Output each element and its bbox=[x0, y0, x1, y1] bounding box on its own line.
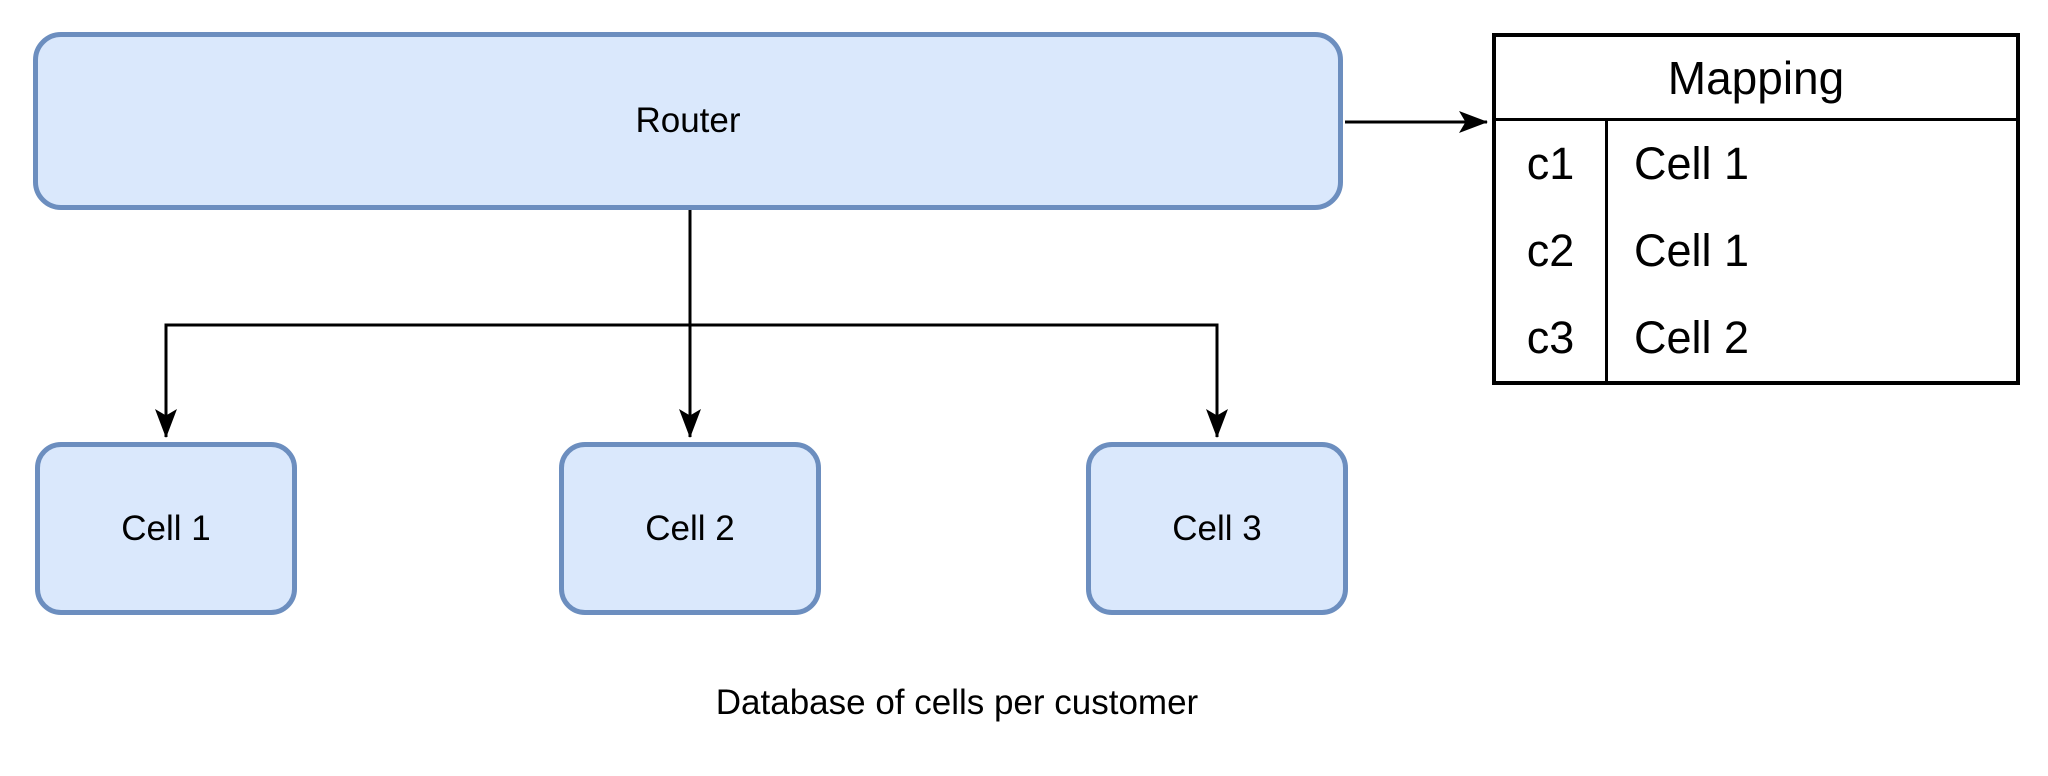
cell3-label: Cell 3 bbox=[1172, 508, 1262, 548]
mapping-table-body: c1 c2 c3 Cell 1 Cell 1 Cell 2 bbox=[1496, 121, 2016, 381]
cell2-label: Cell 2 bbox=[645, 508, 735, 548]
router-node: Router bbox=[33, 32, 1343, 210]
mapping-row-key: c3 bbox=[1526, 311, 1575, 363]
mapping-table-key-column: c1 c2 c3 bbox=[1496, 121, 1608, 381]
cell1-label: Cell 1 bbox=[121, 508, 211, 548]
mapping-row-value: Cell 2 bbox=[1634, 311, 1750, 363]
router-to-cell3-connector bbox=[688, 210, 1228, 438]
router-to-cell1-connector bbox=[155, 210, 692, 438]
cell1-node: Cell 1 bbox=[35, 442, 297, 615]
mapping-table: Mapping c1 c2 c3 Cell 1 Cell 1 Cell 2 bbox=[1492, 33, 2020, 385]
router-label: Router bbox=[635, 101, 741, 140]
cell2-node: Cell 2 bbox=[559, 442, 821, 615]
mapping-table-value-column: Cell 1 Cell 1 Cell 2 bbox=[1608, 121, 2016, 381]
mapping-row-key: c1 bbox=[1526, 138, 1575, 190]
mapping-table-title: Mapping bbox=[1496, 37, 2016, 121]
mapping-row-value: Cell 1 bbox=[1634, 138, 1750, 190]
mapping-row-value: Cell 1 bbox=[1634, 225, 1750, 276]
cell3-node: Cell 3 bbox=[1086, 442, 1348, 615]
diagram-caption: Database of cells per customer bbox=[715, 683, 1199, 722]
mapping-row-key: c2 bbox=[1526, 225, 1575, 276]
